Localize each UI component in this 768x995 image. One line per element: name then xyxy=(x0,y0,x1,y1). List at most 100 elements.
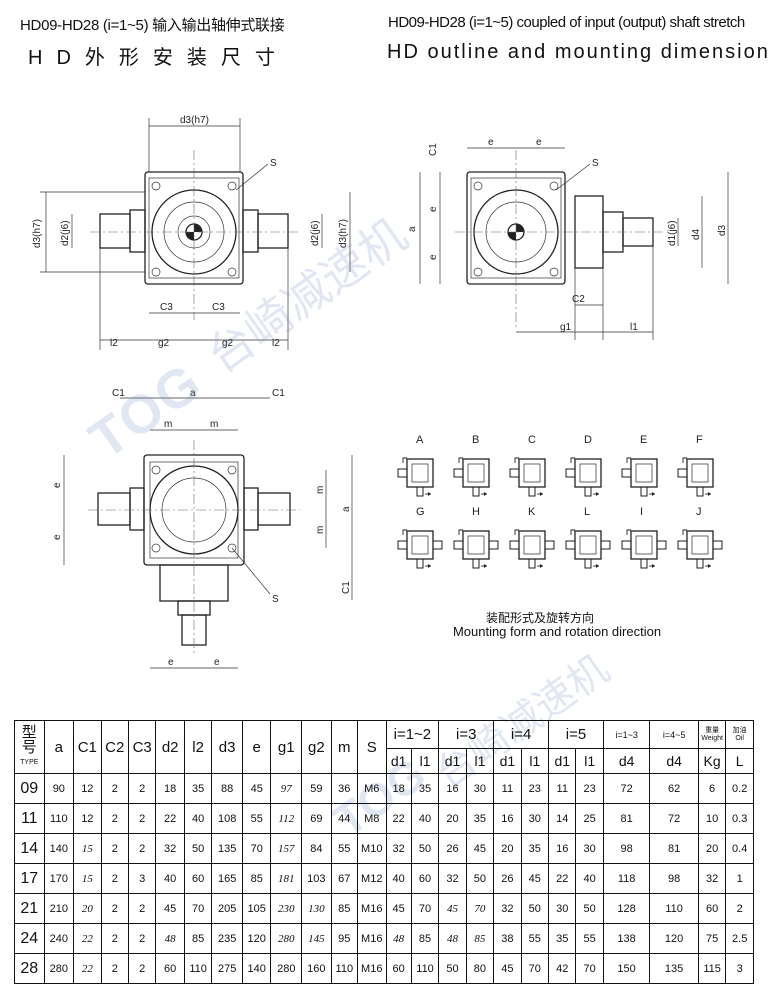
value-cell: 240 xyxy=(43,923,75,954)
header-type-en: TYPE xyxy=(20,758,39,766)
value-cell: 110 xyxy=(649,893,699,924)
mounting-form-icon: E xyxy=(621,434,658,497)
value-cell: 16 xyxy=(438,773,467,804)
value-cell: 2 xyxy=(100,953,129,984)
value-cell: 75 xyxy=(697,923,727,954)
mounting-form-label: L xyxy=(584,506,590,518)
value-cell: 97 xyxy=(270,773,303,804)
type-cell: 17 xyxy=(14,863,45,894)
value-cell: 15 xyxy=(73,833,102,864)
header-a: a xyxy=(43,720,75,774)
mounting-form-icon: J xyxy=(677,506,723,569)
mounting-form-label: F xyxy=(696,434,703,446)
value-cell: 115 xyxy=(697,953,727,984)
value-cell: 140 xyxy=(241,953,272,984)
title-en-line1: HD09-HD28 (i=1~5) coupled of input (outp… xyxy=(388,14,745,31)
value-cell: 3 xyxy=(127,863,157,894)
value-cell: 110 xyxy=(183,953,213,984)
dim-label: d4 xyxy=(691,228,702,240)
front-view-drawing: d3(h7) d3(h7) d2(j6) d2(j6) d3(h7) S C3 … xyxy=(32,115,351,350)
value-cell: 22 xyxy=(155,803,185,834)
dim-label: S xyxy=(272,594,279,605)
mounting-form-label: B xyxy=(472,434,479,446)
header-l1: l1 xyxy=(520,748,550,774)
value-cell: 81 xyxy=(649,833,699,864)
header-e: e xyxy=(241,720,272,774)
mounting-form-icon: C xyxy=(509,434,546,497)
mounting-caption-en: Mounting form and rotation direction xyxy=(452,624,662,639)
value-cell: 26 xyxy=(438,833,467,864)
header-ratio-group: i=1~3 xyxy=(602,720,651,749)
value-cell: 90 xyxy=(43,773,75,804)
value-cell: 45 xyxy=(155,893,185,924)
header-l: L xyxy=(725,748,754,774)
value-cell: 160 xyxy=(301,953,332,984)
dim-label: l2 xyxy=(272,338,280,349)
dim-label: d3 xyxy=(717,224,728,236)
value-cell: 170 xyxy=(43,863,75,894)
value-cell: 60 xyxy=(385,953,412,984)
value-cell: 130 xyxy=(301,893,332,924)
value-cell: 205 xyxy=(211,893,243,924)
mounting-form-icon: K xyxy=(509,506,555,569)
value-cell: 85 xyxy=(465,923,495,954)
value-cell: 48 xyxy=(438,923,467,954)
value-cell: 88 xyxy=(211,773,243,804)
value-cell: 2 xyxy=(127,953,157,984)
mounting-form-label: C xyxy=(528,434,536,446)
header-ratio-group: i=4 xyxy=(493,720,550,749)
value-cell: M10 xyxy=(357,833,387,864)
mounting-form-icon: G xyxy=(397,506,443,569)
value-cell: M16 xyxy=(357,923,387,954)
header-d4: d4 xyxy=(602,748,651,774)
value-cell: 140 xyxy=(43,833,75,864)
value-cell: 85 xyxy=(241,863,272,894)
value-cell: 0.4 xyxy=(725,833,754,864)
value-cell: 30 xyxy=(575,833,604,864)
value-cell: 157 xyxy=(270,833,303,864)
header-d2: d2 xyxy=(155,720,185,774)
value-cell: 2 xyxy=(725,893,754,924)
dim-label: C1 xyxy=(272,388,285,399)
value-cell: 44 xyxy=(330,803,359,834)
mounting-form-icon: F xyxy=(677,434,714,497)
value-cell: 85 xyxy=(183,923,213,954)
header-weight-en: Weight xyxy=(701,734,723,742)
mounting-form-icon: L xyxy=(565,506,611,569)
type-cell: 28 xyxy=(14,953,45,984)
mounting-form-icon: A xyxy=(397,434,434,497)
value-cell: 30 xyxy=(465,773,495,804)
value-cell: 20 xyxy=(73,893,102,924)
type-cell: 14 xyxy=(14,833,45,864)
value-cell: 98 xyxy=(602,833,651,864)
value-cell: 50 xyxy=(410,833,440,864)
mounting-form-label: E xyxy=(640,434,647,446)
type-cell: 21 xyxy=(14,893,45,924)
value-cell: 55 xyxy=(330,833,359,864)
value-cell: 138 xyxy=(602,923,651,954)
value-cell: 55 xyxy=(575,923,604,954)
value-cell: 103 xyxy=(301,863,332,894)
mounting-form-label: J xyxy=(696,506,702,518)
mounting-caption-cn: 装配形式及旋转方向 xyxy=(485,611,594,625)
value-cell: 98 xyxy=(649,863,699,894)
value-cell: 280 xyxy=(43,953,75,984)
value-cell: 67 xyxy=(330,863,359,894)
type-cell: 24 xyxy=(14,923,45,954)
header-oil-en: Oil xyxy=(735,734,744,742)
value-cell: 48 xyxy=(155,923,185,954)
value-cell: 145 xyxy=(301,923,332,954)
header-l2: l2 xyxy=(183,720,213,774)
header-d1: d1 xyxy=(548,748,577,774)
value-cell: 22 xyxy=(385,803,412,834)
value-cell: 72 xyxy=(602,773,651,804)
value-cell: 45 xyxy=(438,893,467,924)
value-cell: 2 xyxy=(100,893,129,924)
mounting-form-icon: I xyxy=(621,506,667,569)
mounting-form-label: H xyxy=(472,506,480,518)
value-cell: 70 xyxy=(241,833,272,864)
mounting-form-label: I xyxy=(640,506,643,518)
